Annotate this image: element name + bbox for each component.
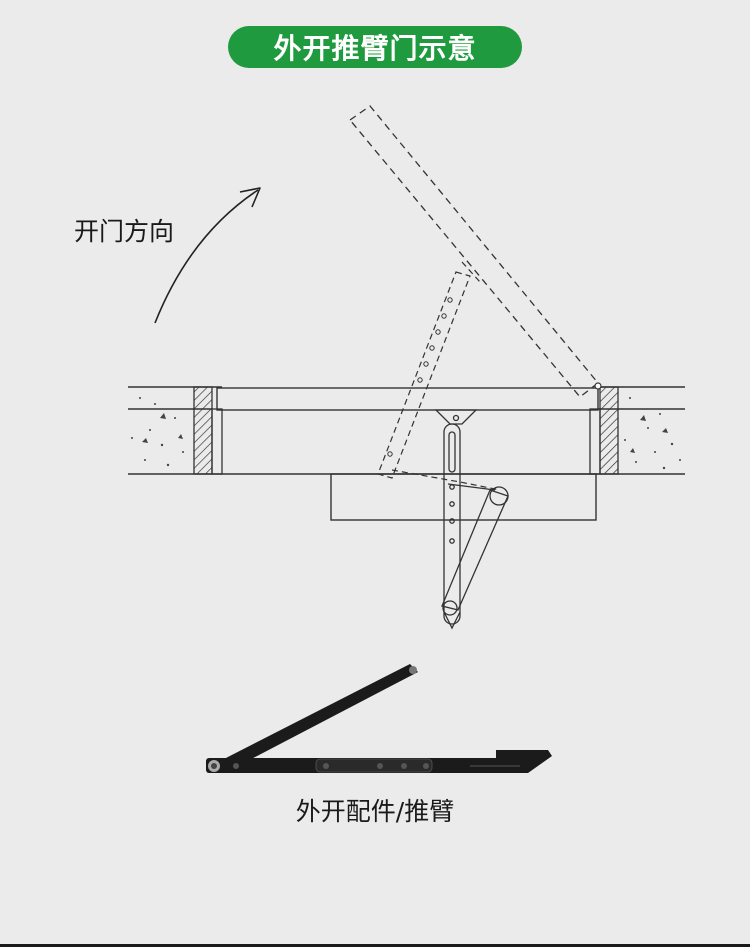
frame-jambs — [193, 386, 619, 475]
sash-bracket — [434, 409, 478, 425]
bottom-divider — [0, 944, 750, 947]
sash-hinge-point — [594, 382, 602, 390]
closed-arm-stay — [441, 483, 509, 616]
title-badge: 外开推臂门示意 — [228, 26, 522, 68]
concrete-texture-left — [131, 397, 184, 467]
concrete-texture-right — [624, 397, 681, 470]
closed-sash — [216, 387, 599, 411]
open-arm-holes — [387, 297, 453, 457]
push-arm-product — [206, 664, 552, 773]
open-direction-arrow — [154, 187, 261, 324]
product-caption: 外开配件/推臂 — [295, 797, 455, 826]
closed-arm-channel — [443, 423, 461, 630]
interior-sill — [330, 473, 597, 521]
page-title: 外开推臂门示意 — [273, 32, 477, 65]
open-direction-label: 开门方向 — [74, 217, 175, 246]
open-sash-outline — [349, 105, 599, 398]
open-arm-outline — [377, 261, 501, 491]
